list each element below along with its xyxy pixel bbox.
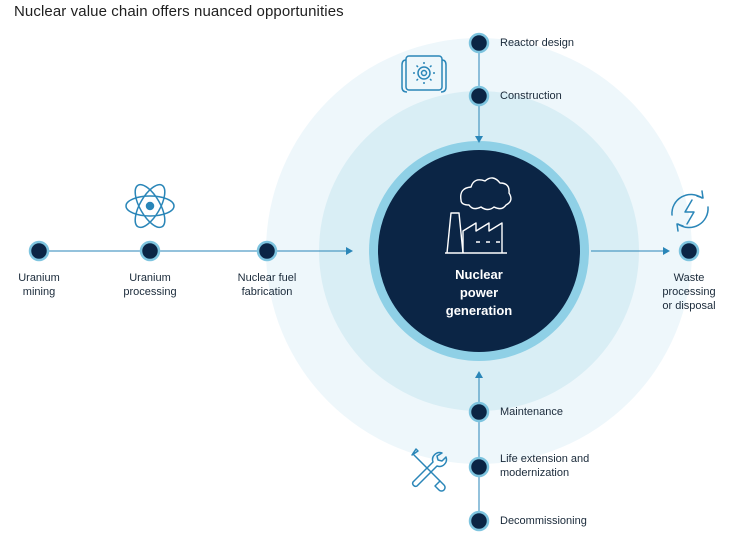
label-construction: Construction xyxy=(500,90,562,102)
node-construction xyxy=(468,85,490,107)
label-reactor-design: Reactor design xyxy=(500,37,574,49)
label-waste-processing: Waste processing or disposal xyxy=(662,272,716,312)
node-decommissioning xyxy=(468,510,490,532)
node-reactor-design xyxy=(468,32,490,54)
label-uranium-processing: Uranium processing xyxy=(123,272,177,298)
node-waste-processing xyxy=(678,240,700,262)
page-title: Nuclear value chain offers nuanced oppor… xyxy=(14,3,344,20)
node-uranium-processing xyxy=(139,240,161,262)
factory-icon xyxy=(445,177,512,254)
recycle-energy-icon xyxy=(671,190,709,232)
center-label: Nuclear power generation xyxy=(445,267,513,318)
node-fuel-fabrication xyxy=(256,240,278,262)
node-uranium-mining xyxy=(28,240,50,262)
label-decommissioning: Decommissioning xyxy=(500,515,587,527)
label-life-extension: Life extension and modernization xyxy=(500,453,590,479)
label-uranium-mining: Uranium mining xyxy=(18,272,60,298)
atom-icon xyxy=(125,183,175,229)
label-maintenance: Maintenance xyxy=(500,406,563,418)
core-circle xyxy=(378,150,580,352)
node-life-extension xyxy=(468,456,490,478)
blueprint-gear-icon xyxy=(401,55,447,93)
node-maintenance xyxy=(468,401,490,423)
label-fuel-fabrication: Nuclear fuel fabrication xyxy=(237,272,297,298)
tools-icon xyxy=(411,448,448,492)
